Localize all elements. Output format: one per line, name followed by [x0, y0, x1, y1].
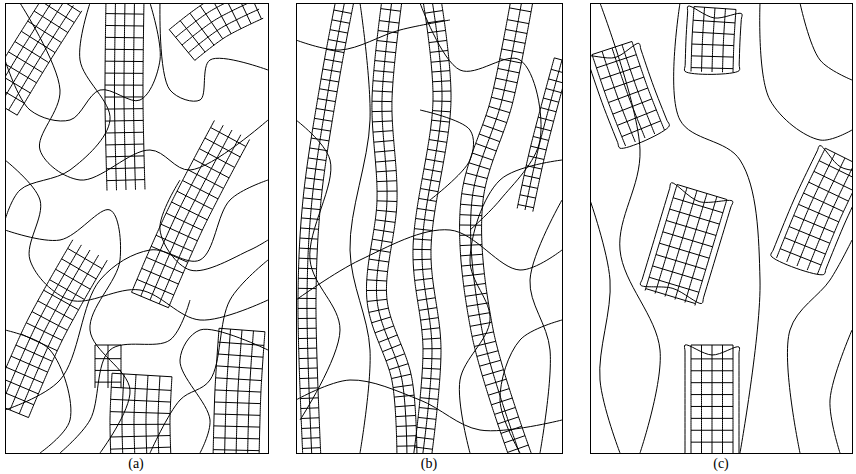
meander-line	[600, 3, 660, 453]
grid-band	[132, 120, 250, 307]
panel-label: (c)	[713, 456, 729, 472]
grid-band	[5, 240, 107, 418]
meander-line	[160, 3, 268, 101]
meander-line	[760, 3, 852, 140]
meander-line	[296, 380, 562, 431]
meander-line	[830, 330, 852, 453]
grid-band	[517, 58, 562, 212]
panel-label: (a)	[128, 456, 144, 472]
grid-band	[771, 146, 852, 275]
panel-frame	[6, 4, 269, 454]
grid-band	[590, 41, 669, 148]
grid-band	[640, 183, 733, 306]
meander-line	[590, 200, 620, 453]
panel-label: (b)	[421, 456, 437, 472]
meander-line	[5, 3, 110, 220]
panel-drawing	[590, 3, 852, 453]
meander-line	[459, 160, 562, 453]
meander-line	[800, 3, 852, 80]
meander-line	[5, 210, 130, 453]
grid-band	[460, 3, 533, 453]
grid-band	[169, 3, 263, 60]
meander-line	[180, 329, 268, 453]
grid-band	[213, 328, 265, 453]
meander-line	[420, 3, 541, 230]
meander-line	[787, 240, 852, 453]
grid-band	[298, 3, 354, 453]
panel-drawing	[5, 3, 268, 453]
grid-band	[5, 3, 82, 115]
panel-frame	[591, 4, 853, 454]
grid-band	[366, 3, 417, 453]
grid-band	[684, 6, 742, 74]
grid-band	[684, 345, 739, 453]
meander-line	[500, 320, 562, 453]
meander-line	[350, 3, 370, 453]
meander-line	[420, 110, 474, 200]
grid-band	[110, 373, 172, 453]
meander-line	[674, 3, 760, 453]
grid-band	[105, 3, 145, 191]
panel-frame	[297, 4, 563, 454]
panel-drawing	[296, 3, 562, 453]
meander-line	[296, 230, 562, 300]
meander-line	[5, 180, 268, 410]
meander-line	[530, 200, 562, 453]
grid-band	[95, 345, 121, 388]
grid-band	[413, 3, 451, 453]
